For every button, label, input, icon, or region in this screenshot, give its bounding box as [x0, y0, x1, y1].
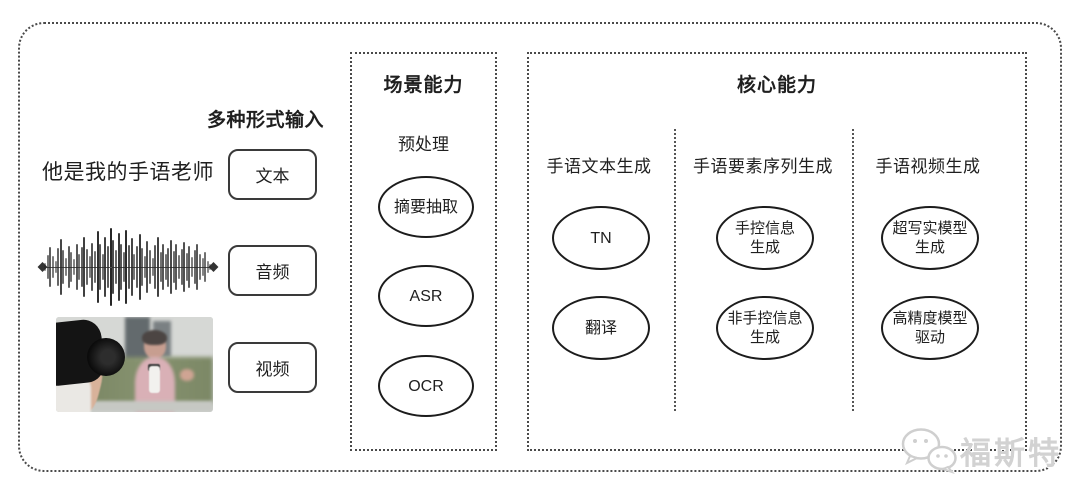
sample-sentence-text: 他是我的手语老师: [42, 161, 214, 184]
watermark: 福斯特: [898, 426, 1062, 474]
node-high-precision-model-driving-line2: 驱动: [914, 329, 945, 346]
node-high-precision-model-driving: 高精度模型 驱动: [881, 296, 979, 360]
input-type-text-label: 文本: [255, 167, 290, 186]
node-asr-label: ASR: [409, 287, 443, 305]
core-capability-box: 核心能力 手语文本生成 手语要素序列生成 手语视频生成 TN 翻译 手控信息 生…: [527, 52, 1027, 451]
input-type-text-box: 文本: [228, 149, 317, 200]
column-divider: [674, 129, 676, 411]
node-asr: ASR: [378, 265, 474, 327]
node-hyperrealistic-model-generation: 超写实模型 生成: [881, 206, 979, 270]
video-thumbnail: [56, 317, 213, 412]
node-ocr-label: OCR: [408, 377, 444, 395]
node-manual-info-generation-line2: 生成: [749, 239, 780, 256]
node-translation-label: 翻译: [584, 319, 617, 337]
column-header-sign-video-generation: 手语视频生成: [875, 157, 981, 176]
node-translation: 翻译: [552, 296, 650, 360]
core-capability-title: 核心能力: [736, 75, 817, 96]
input-type-audio-label: 音频: [255, 263, 290, 282]
node-summary-extraction: 摘要抽取: [378, 176, 474, 238]
node-summary-extraction-label: 摘要抽取: [393, 198, 458, 216]
node-high-precision-model-driving-line1: 高精度模型: [892, 310, 968, 327]
outer-dotted-border: [18, 22, 1062, 472]
photo-camera-lens: [87, 337, 126, 376]
node-non-manual-info-generation-line2: 生成: [749, 329, 780, 346]
chat-bubbles-icon: [901, 428, 957, 474]
preprocessing-label: 预处理: [398, 135, 449, 154]
watermark-text: 福斯特: [960, 435, 1062, 471]
inputs-section-title: 多种形式输入: [206, 110, 324, 131]
node-non-manual-info-generation: 非手控信息 生成: [716, 296, 814, 360]
photo-reporter-hand: [180, 369, 195, 381]
node-hyperrealistic-model-generation-line1: 超写实模型: [892, 220, 968, 237]
node-manual-info-generation-line1: 手控信息: [734, 220, 795, 237]
node-manual-info-generation: 手控信息 生成: [716, 206, 814, 270]
column-divider: [852, 129, 854, 411]
input-type-video-box: 视频: [228, 342, 317, 393]
column-header-sign-element-sequence-generation: 手语要素序列生成: [693, 157, 833, 176]
node-non-manual-info-generation-line1: 非手控信息: [727, 310, 803, 327]
photo-ground: [56, 400, 213, 412]
audio-waveform: [37, 228, 219, 306]
node-tn: TN: [552, 206, 650, 270]
input-type-video-label: 视频: [255, 360, 290, 379]
input-type-audio-box: 音频: [228, 245, 317, 296]
scene-capability-title: 场景能力: [383, 75, 464, 96]
photo-reporter-hair: [142, 330, 168, 346]
node-tn-label: TN: [590, 229, 612, 247]
column-header-sign-text-generation: 手语文本生成: [546, 157, 652, 176]
scene-capability-box: 场景能力 预处理 摘要抽取 ASR OCR: [350, 52, 497, 451]
photo-microphone: [148, 366, 160, 393]
node-ocr: OCR: [378, 355, 474, 417]
node-hyperrealistic-model-generation-line2: 生成: [914, 239, 945, 256]
